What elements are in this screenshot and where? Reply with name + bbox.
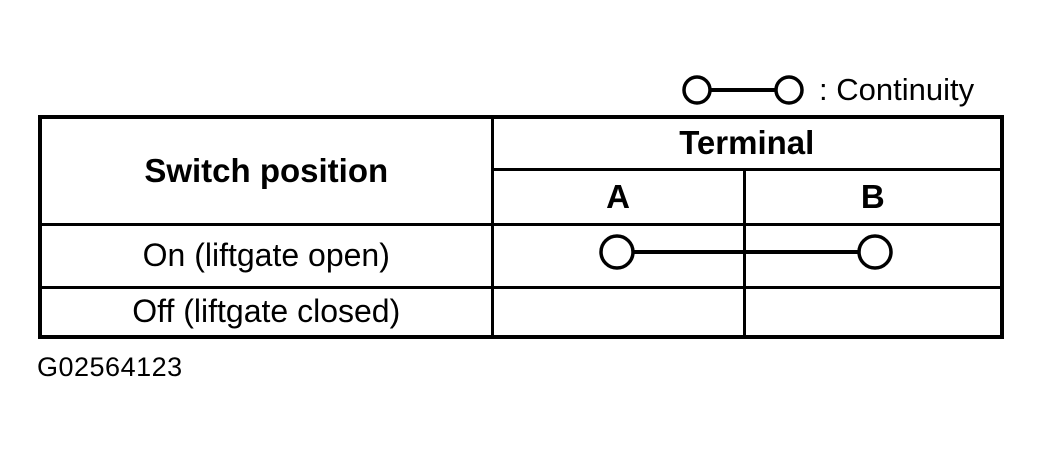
header-switch-position: Switch position bbox=[38, 115, 494, 226]
cell-off-terminal-a bbox=[490, 285, 746, 339]
figure-id: G02564123 bbox=[37, 352, 183, 382]
continuity-legend: : Continuity bbox=[681, 71, 974, 109]
continuity-table: Switch position Terminal A B On (liftgat… bbox=[38, 115, 1004, 339]
row-label-off: Off (liftgate closed) bbox=[38, 285, 494, 339]
cell-on-terminal-b bbox=[742, 222, 1004, 289]
table-row-on: On (liftgate open) bbox=[38, 222, 1004, 289]
header-terminal-a: A bbox=[490, 167, 746, 226]
table-row-off: Off (liftgate closed) bbox=[38, 285, 1004, 339]
legend-label: : Continuity bbox=[819, 72, 975, 107]
row-label-on: On (liftgate open) bbox=[38, 222, 494, 289]
header-terminal: Terminal bbox=[490, 115, 1004, 171]
cell-off-terminal-b bbox=[742, 285, 1004, 339]
header-terminal-b: B bbox=[742, 167, 1004, 226]
cell-on-terminal-a bbox=[490, 222, 746, 289]
continuity-symbol-icon bbox=[682, 75, 804, 105]
